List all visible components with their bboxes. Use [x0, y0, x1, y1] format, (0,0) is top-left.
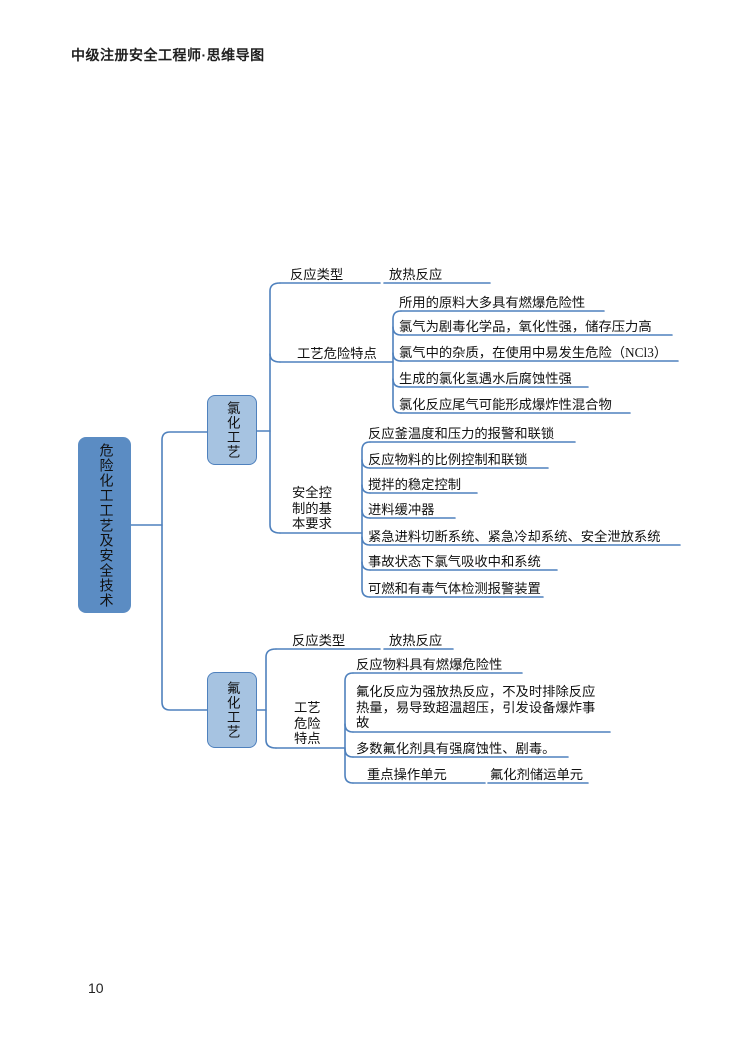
chlorination-safety-item: 进料缓冲器 — [368, 502, 435, 517]
chlorination-hazard-item: 氯气中的杂质，在使用中易发生危险（NCl3） — [399, 345, 668, 360]
fluorination-hazard-item: 氟化反应为强放热反应，不及时排除反应热量，易导致超温超压，引发设备爆炸事故 — [356, 684, 596, 730]
branch-label-fluorination: 氟化工艺 — [224, 681, 240, 739]
page-number: 10 — [88, 980, 104, 996]
chlorination-reaction-type-label: 反应类型 — [290, 267, 344, 282]
branch-label-chlorination: 氯化工艺 — [224, 401, 240, 459]
chlorination-reaction-type-value: 放热反应 — [389, 267, 443, 282]
chlorination-hazard-item: 氯化反应尾气可能形成爆炸性混合物 — [399, 397, 612, 412]
fluorination-reaction-type-value: 放热反应 — [389, 633, 443, 648]
chlorination-safety-item: 可燃和有毒气体检测报警装置 — [368, 581, 541, 596]
chlorination-hazard-item: 生成的氯化氢遇水后腐蚀性强 — [399, 371, 572, 386]
branch-node-chlorination: 氯化工艺 — [207, 395, 257, 465]
chlorination-safety-item: 反应物料的比例控制和联锁 — [368, 452, 528, 467]
fluorination-reaction-type-label: 反应类型 — [292, 633, 346, 648]
chlorination-safety-item: 紧急进料切断系统、紧急冷却系统、安全泄放系统 — [368, 529, 661, 544]
fluorination-hazard-item: 多数氟化剂具有强腐蚀性、剧毒。 — [356, 741, 556, 756]
chlorination-safety-item: 搅拌的稳定控制 — [368, 477, 462, 492]
chlorination-hazard-item: 氯气为剧毒化学品，氧化性强，储存压力高 — [399, 319, 652, 334]
mindmap-root-node: 危险化工工艺及安全技术 — [78, 437, 131, 613]
chlorination-safety-item: 反应釜温度和压力的报警和联锁 — [368, 426, 555, 441]
chlorination-hazard-label: 工艺危险特点 — [297, 346, 377, 361]
fluorination-hazard-item: 反应物料具有燃爆危险性 — [356, 657, 503, 672]
page-header-title: 中级注册安全工程师·思维导图 — [71, 47, 265, 63]
fluorination-hazard-label: 工艺危险特点 — [294, 700, 321, 746]
fluorination-key-unit-value: 氟化剂储运单元 — [490, 767, 584, 782]
branch-node-fluorination: 氟化工艺 — [207, 672, 257, 748]
chlorination-safety-control-label: 安全控制的基本要求 — [292, 485, 332, 531]
mindmap-root-label: 危险化工工艺及安全技术 — [97, 442, 113, 608]
fluorination-key-unit-label: 重点操作单元 — [367, 767, 447, 782]
chlorination-safety-item: 事故状态下氯气吸收中和系统 — [368, 554, 541, 569]
chlorination-hazard-item: 所用的原料大多具有燃爆危险性 — [399, 295, 586, 310]
